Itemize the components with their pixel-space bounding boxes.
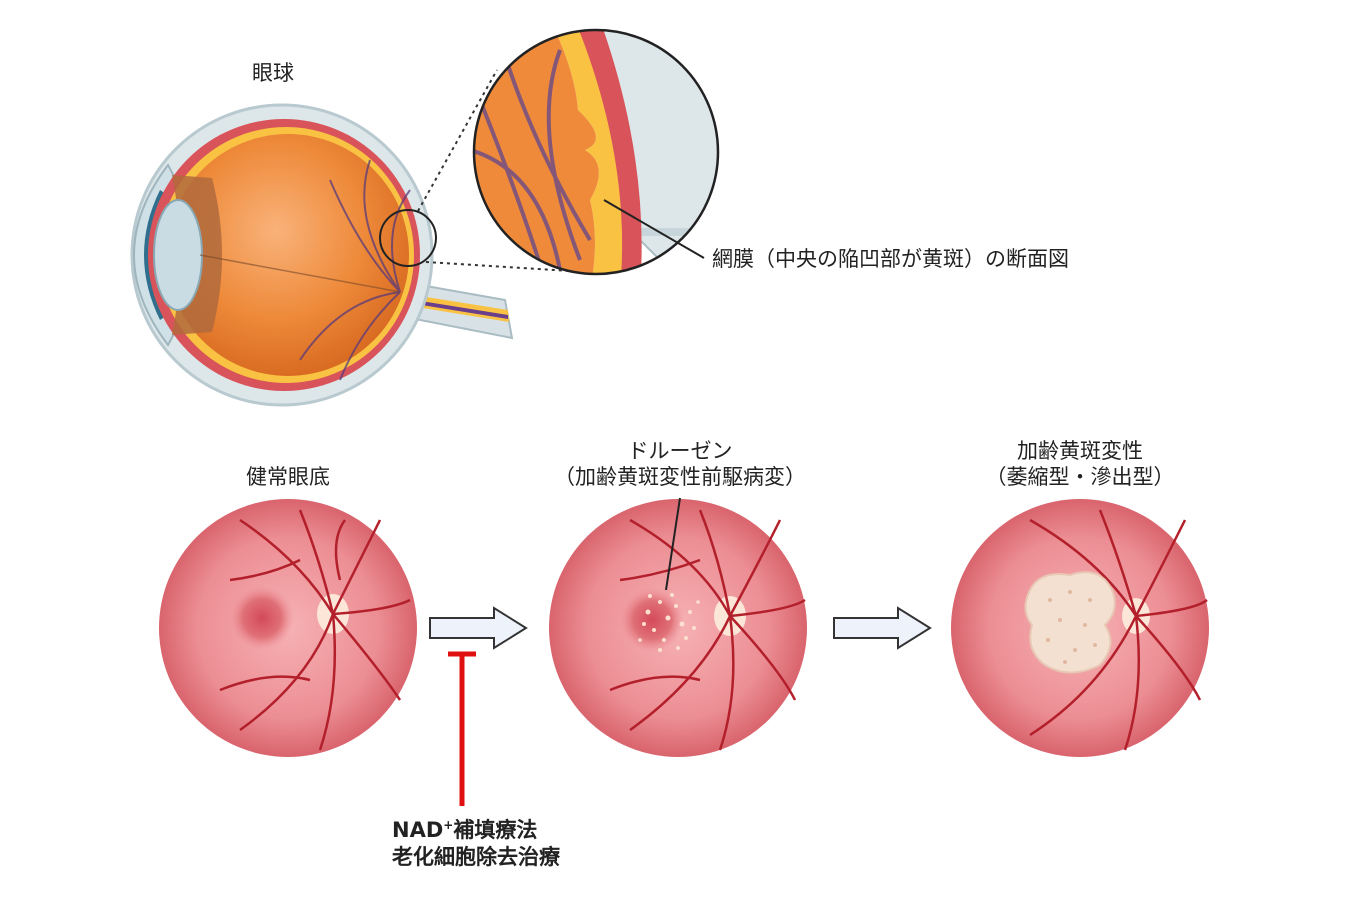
- lens: [153, 199, 203, 311]
- drusen-spots: [638, 593, 700, 652]
- label-retina-section: 網膜（中央の陥凹部が黄斑）の断面図: [712, 247, 1069, 271]
- treatment-labels: NAD+補填療法 老化細胞除去治療: [392, 812, 560, 871]
- treatment-nad-suffix: 補填療法: [453, 818, 538, 842]
- progression-arrow-1: [429, 606, 528, 650]
- fundus-drusen: [549, 497, 807, 757]
- vitreous: [167, 134, 409, 376]
- zoom-line-bottom: [425, 261, 587, 273]
- label-drusen-subtitle: （加齢黄斑変性前駆病変）: [554, 465, 806, 489]
- label-drusen: ドルーゼン （加齢黄斑変性前駆病変）: [540, 438, 820, 490]
- drusen-pointer-line: [665, 497, 681, 591]
- retina-pointer-line: [603, 199, 705, 259]
- retina-cross-section: [472, 28, 720, 276]
- progression-arrow-2: [833, 606, 932, 650]
- treatment-nad: NAD+補填療法: [392, 812, 560, 844]
- fundus-healthy: [159, 499, 417, 757]
- eyeball-illustration: [130, 103, 514, 407]
- label-eyeball: 眼球: [252, 61, 294, 85]
- zoom-source-circle: [379, 209, 437, 267]
- label-amd-title: 加齢黄斑変性: [1017, 439, 1143, 463]
- zoom-line-top: [417, 69, 498, 212]
- fundus-amd: [951, 499, 1209, 757]
- treatment-nad-sup: +: [443, 818, 454, 832]
- atrophic-lesion: [1024, 571, 1116, 674]
- label-amd-subtitle: （萎縮型・滲出型）: [985, 465, 1175, 489]
- label-healthy-fundus: 健常眼底: [246, 465, 330, 489]
- macula: [230, 586, 294, 650]
- treatment-senolytic: 老化細胞除去治療: [392, 845, 560, 869]
- treatment-nad-prefix: NAD: [392, 818, 444, 842]
- label-amd: 加齢黄斑変性 （萎縮型・滲出型）: [960, 438, 1200, 490]
- label-drusen-title: ドルーゼン: [627, 439, 733, 463]
- inhibition-marker: [448, 651, 476, 806]
